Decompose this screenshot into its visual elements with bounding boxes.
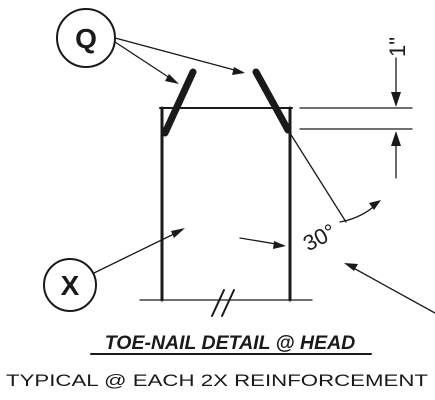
x-leader (93, 229, 183, 274)
dim-arrowhead-upper (391, 92, 401, 107)
q-callout-label: Q (75, 23, 97, 54)
q-leader-right (114, 37, 243, 73)
right-toe-nail (252, 68, 292, 134)
angle-arrowhead-upper (369, 200, 381, 210)
q-leader-right-arrowhead (232, 67, 245, 75)
q-leader-left-arrowhead (165, 74, 179, 84)
reference-arrowhead-right (344, 263, 358, 271)
q-leader-left (114, 41, 177, 83)
angle-arrowhead-lower (273, 241, 286, 249)
angle-dimension: 30° (299, 219, 340, 257)
nail-spacing-dimension: 1" (385, 37, 410, 57)
break-mark-2 (221, 289, 235, 317)
dim-arrowhead-lower (391, 131, 401, 146)
x-callout-label: X (61, 270, 80, 301)
reference-leader-right (347, 264, 435, 314)
break-mark-1 (211, 289, 225, 317)
detail-subtitle: TYPICAL @ EACH 2X REINFORCEMENT (6, 371, 428, 390)
x-leader-arrowhead (171, 228, 185, 238)
detail-title: TOE-NAIL DETAIL @ HEAD (105, 332, 356, 354)
x-callout-bubble (43, 258, 97, 312)
nail-angle-extension (287, 129, 347, 223)
left-toe-nail (161, 68, 197, 137)
